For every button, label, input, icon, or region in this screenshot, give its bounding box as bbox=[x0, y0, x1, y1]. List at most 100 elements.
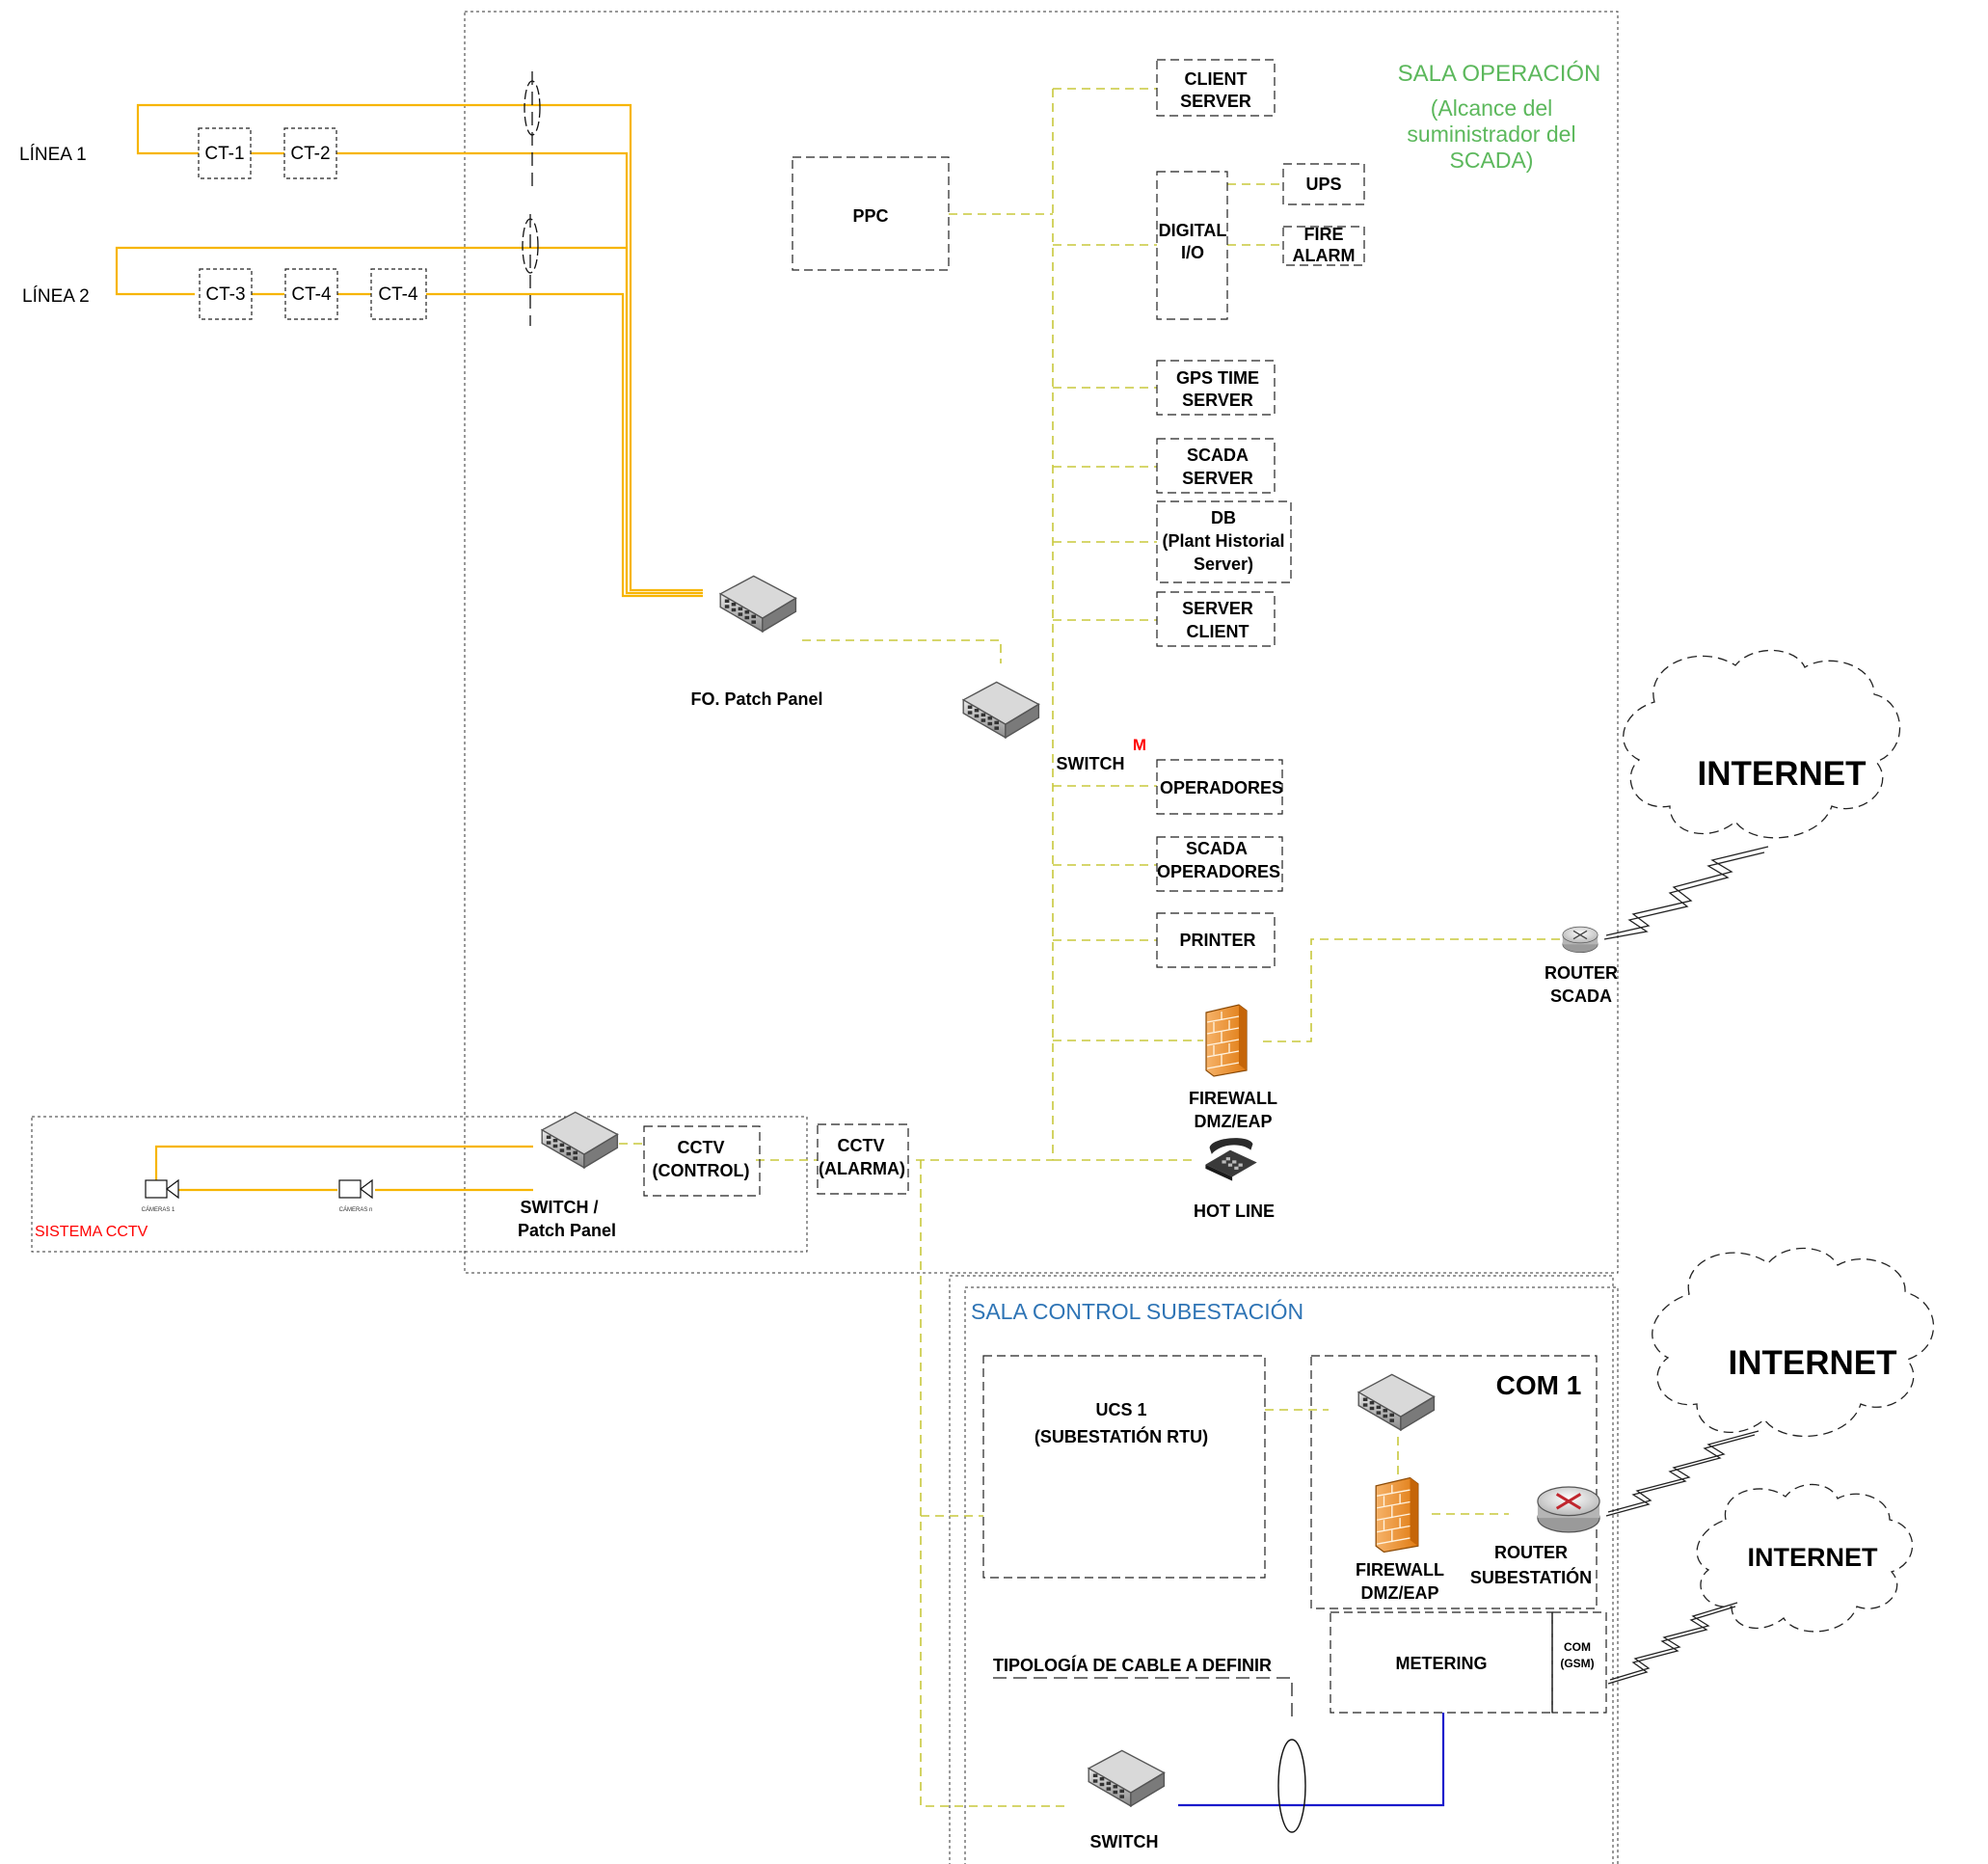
cable-bundle-1 bbox=[524, 71, 541, 187]
metering-box[interactable]: METERING bbox=[1330, 1611, 1553, 1714]
ups-box[interactable]: UPS bbox=[1282, 163, 1365, 205]
cctv-alarma-label: (ALARMA) bbox=[819, 1159, 905, 1178]
ups-label: UPS bbox=[1305, 175, 1341, 194]
client-server-label: CLIENT bbox=[1185, 69, 1248, 89]
main-switch[interactable]: SWITCH M bbox=[962, 681, 1146, 773]
com1-label: COM 1 bbox=[1496, 1370, 1582, 1400]
firewall-2-label: DMZ/EAP bbox=[1361, 1583, 1439, 1603]
router-subestacion-label: SUBESTATIÓN bbox=[1470, 1567, 1592, 1587]
sala-operacion-zone bbox=[464, 11, 1619, 1274]
db-box[interactable]: DB (Plant Historial Server) bbox=[1156, 500, 1292, 583]
cctv-control-box[interactable]: CCTV (CONTROL) bbox=[643, 1125, 761, 1197]
sala-operacion-note-1: (Alcance del bbox=[1431, 95, 1553, 121]
cctv-switch-label: Patch Panel bbox=[518, 1221, 616, 1240]
db-label: (Plant Historial bbox=[1162, 531, 1284, 551]
scada-server-label: SERVER bbox=[1182, 469, 1253, 488]
camera-n[interactable]: CÁMERAS n bbox=[338, 1179, 373, 1213]
ct-box: CT-4 bbox=[284, 268, 338, 320]
com1-box[interactable]: COM 1 bbox=[1310, 1355, 1598, 1609]
tipologia-label: TIPOLOGÍA DE CABLE A DEFINIR bbox=[993, 1655, 1272, 1675]
ct-label: CT-1 bbox=[204, 144, 244, 164]
internet-label-2: INTERNET bbox=[1729, 1344, 1897, 1382]
com-gsm-label: COM bbox=[1564, 1640, 1591, 1654]
hot-line-phone[interactable]: HOT LINE bbox=[1194, 1138, 1275, 1221]
sala-operacion-note-3: SCADA) bbox=[1450, 148, 1534, 173]
fo-patch-panel[interactable]: FO. Patch Panel bbox=[690, 575, 823, 709]
scada-operadores-box[interactable]: SCADA OPERADORES bbox=[1156, 836, 1283, 892]
firewall-1-label: FIREWALL bbox=[1189, 1089, 1277, 1108]
sala-control-title: SALA CONTROL SUBESTACIÓN bbox=[971, 1299, 1303, 1324]
line-1-label: LÍNEA 1 bbox=[19, 145, 87, 165]
ucs1-label: UCS 1 bbox=[1095, 1400, 1146, 1419]
ethernet-lines bbox=[619, 88, 1562, 1807]
client-server-box[interactable]: CLIENT SERVER bbox=[1156, 59, 1276, 117]
com1-switch[interactable] bbox=[1357, 1373, 1436, 1431]
digital-io-label: DIGITAL bbox=[1159, 221, 1227, 240]
router-scada-label: ROUTER bbox=[1545, 963, 1618, 983]
fire-alarm-label: FIRE bbox=[1303, 225, 1343, 244]
digital-io-label: I/O bbox=[1181, 243, 1204, 262]
internet-label-1: INTERNET bbox=[1698, 755, 1867, 793]
server-client-label: SERVER bbox=[1182, 599, 1253, 618]
com-gsm-label: (GSM) bbox=[1560, 1657, 1594, 1670]
ct-box: CT-4 bbox=[370, 268, 427, 320]
internet-cloud-1: INTERNET bbox=[1623, 649, 1901, 839]
ct-box: CT-2 bbox=[283, 127, 337, 179]
ct-label: CT-3 bbox=[205, 284, 245, 305]
sistema-cctv-title: SISTEMA CCTV bbox=[35, 1224, 148, 1240]
gps-time-server-box[interactable]: GPS TIME SERVER bbox=[1156, 360, 1276, 416]
sala-control-zone bbox=[949, 1275, 1614, 1864]
firewall-1[interactable]: FIREWALL DMZ/EAP bbox=[1189, 1004, 1277, 1131]
server-client-box[interactable]: SERVER CLIENT bbox=[1156, 591, 1276, 647]
digital-io-box[interactable]: DIGITAL I/O bbox=[1156, 171, 1228, 320]
ppc-box[interactable]: PPC bbox=[792, 156, 950, 271]
ucs1-box[interactable]: UCS 1 (SUBESTATIÓN RTU) bbox=[982, 1355, 1266, 1579]
lightning-links bbox=[1603, 846, 1769, 1685]
cctv-control-label: (CONTROL) bbox=[653, 1161, 750, 1180]
fiber-lines bbox=[115, 103, 703, 1192]
router-subestacion[interactable]: ROUTER SUBESTATIÓN bbox=[1470, 1485, 1601, 1587]
scada-server-box[interactable]: SCADA SERVER bbox=[1156, 438, 1276, 494]
ct-box: CT-3 bbox=[199, 268, 253, 320]
fo-patch-panel-label: FO. Patch Panel bbox=[690, 689, 822, 709]
cable-bundle-3 bbox=[1277, 1739, 1306, 1833]
line-2-label: LÍNEA 2 bbox=[22, 286, 90, 307]
fire-alarm-box[interactable]: FIRE ALARM bbox=[1282, 225, 1365, 266]
gps-time-server-label: GPS TIME bbox=[1176, 368, 1259, 388]
server-client-label: CLIENT bbox=[1187, 622, 1249, 641]
scada-operadores-label: OPERADORES bbox=[1157, 862, 1280, 881]
ct-label: CT-2 bbox=[290, 144, 330, 164]
copper-line bbox=[1178, 1713, 1445, 1807]
firewall-2[interactable]: FIREWALL DMZ/EAP bbox=[1356, 1476, 1444, 1603]
camera-1-label: CÁMERAS 1 bbox=[142, 1206, 175, 1213]
router-subestacion-label: ROUTER bbox=[1494, 1543, 1568, 1562]
com-gsm-box[interactable]: COM (GSM) bbox=[1551, 1611, 1607, 1714]
sistema-cctv-zone bbox=[31, 1116, 808, 1253]
sala-operacion-title: SALA OPERACIÓN bbox=[1398, 61, 1601, 87]
fire-alarm-label: ALARM bbox=[1293, 246, 1356, 265]
internet-label-3: INTERNET bbox=[1748, 1543, 1879, 1572]
cctv-switch-patch-panel[interactable]: SWITCH / Patch Panel bbox=[518, 1111, 619, 1240]
printer-box[interactable]: PRINTER bbox=[1156, 912, 1276, 968]
router-scada[interactable]: ROUTER SCADA bbox=[1545, 926, 1618, 1006]
db-label: Server) bbox=[1194, 554, 1253, 574]
cctv-alarma-box[interactable]: CCTV (ALARMA) bbox=[817, 1123, 909, 1195]
cctv-alarma-label: CCTV bbox=[838, 1136, 885, 1155]
internet-cloud-2: INTERNET bbox=[1652, 1247, 1935, 1438]
camera-n-label: CÁMERAS n bbox=[339, 1206, 373, 1213]
main-switch-label: SWITCH bbox=[1057, 754, 1125, 773]
cable-bundle-2 bbox=[522, 214, 539, 326]
sala-control-zone-inner bbox=[964, 1286, 1619, 1864]
ct-label: CT-4 bbox=[291, 284, 332, 305]
main-switch-mark: M bbox=[1133, 736, 1146, 754]
ppc-label: PPC bbox=[852, 206, 888, 226]
bottom-switch[interactable]: SWITCH bbox=[1088, 1749, 1166, 1851]
metering-label: METERING bbox=[1395, 1654, 1487, 1673]
camera-1[interactable]: CÁMERAS 1 bbox=[142, 1179, 179, 1213]
gps-time-server-label: SERVER bbox=[1182, 391, 1253, 410]
scada-operadores-label: SCADA bbox=[1186, 839, 1248, 858]
ucs1-label: (SUBESTATIÓN RTU) bbox=[1034, 1426, 1208, 1446]
firewall-2-label: FIREWALL bbox=[1356, 1560, 1444, 1580]
operadores-box[interactable]: OPERADORES bbox=[1156, 759, 1283, 815]
